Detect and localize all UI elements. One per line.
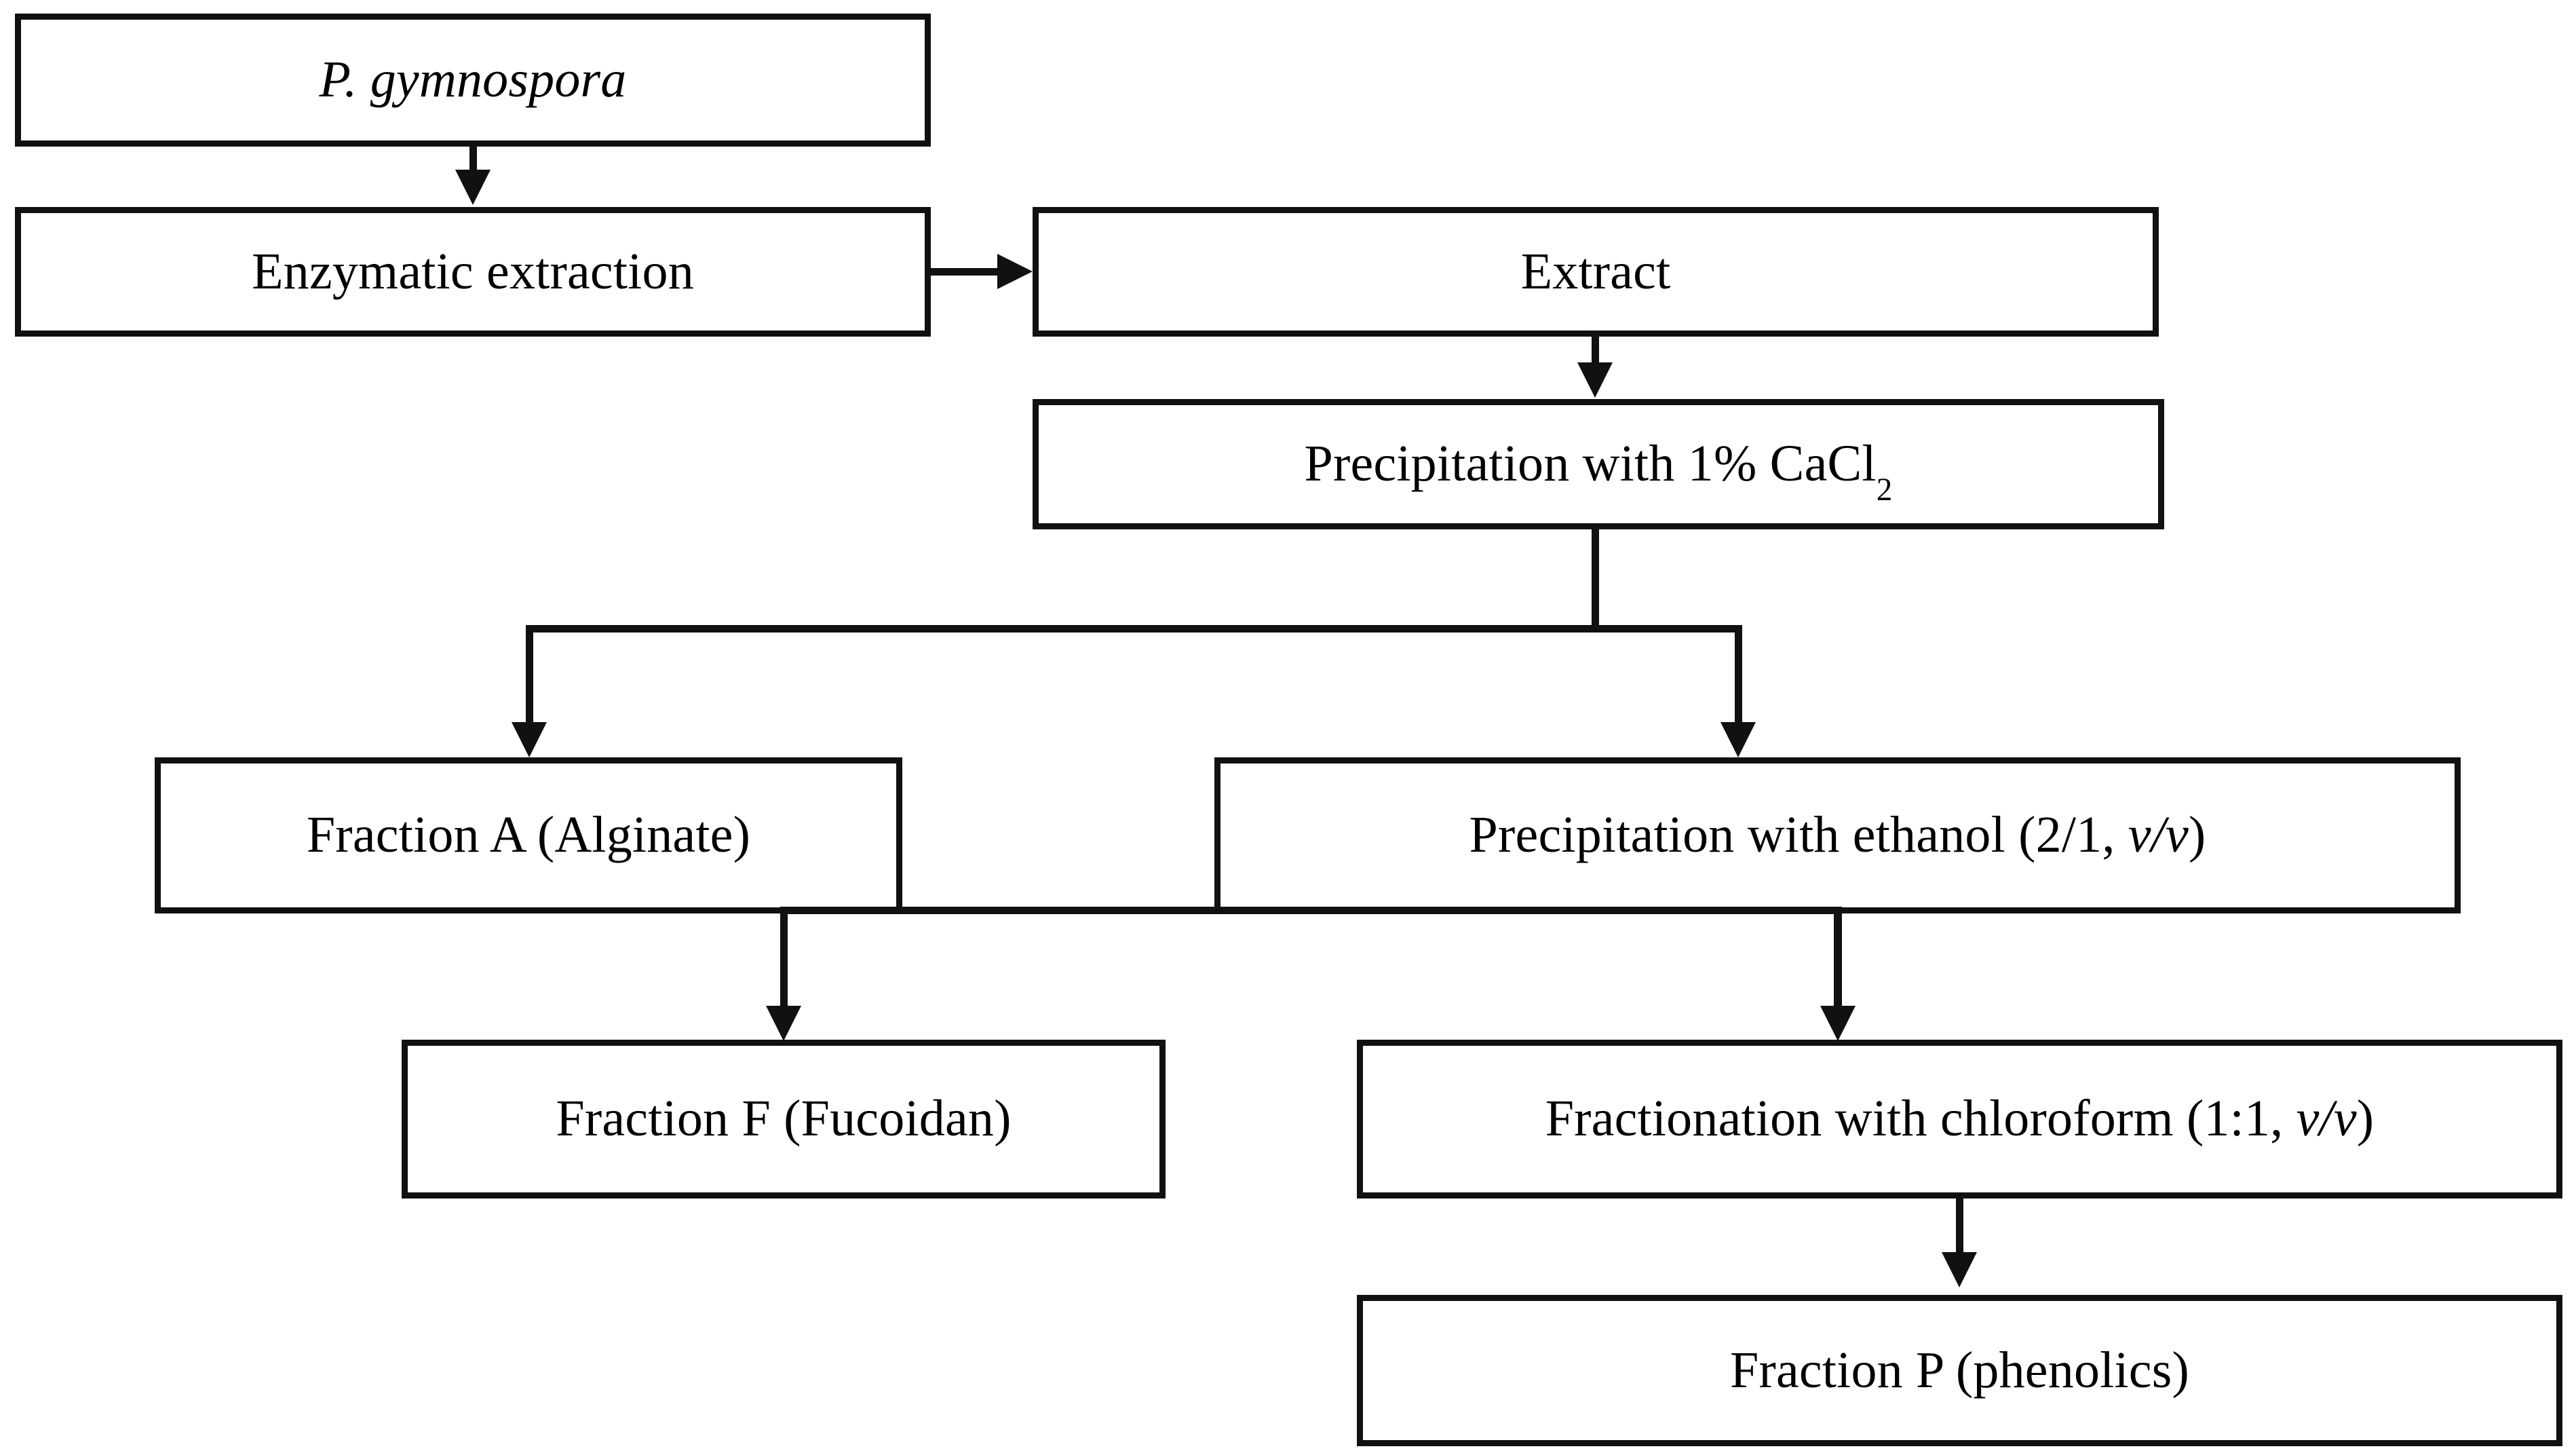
connector-enzymatic-to-extract-line [931,268,1005,276]
connector-cacl2-to-ethanol-drop [1735,625,1742,730]
connector-extract-to-cacl2-line [1592,337,1599,371]
precipitation-ethanol-label-vv: v/v [2128,806,2189,864]
arrow-enzymatic-to-extract-icon [997,254,1033,289]
fraction-a-label: Fraction A (Alginate) [306,806,751,864]
fraction-f-box: Fraction F (Fucoidan) [402,1040,1166,1199]
arrow-species-to-enzymatic-icon [455,170,491,205]
connector-ethanol-split-bar [780,907,1842,914]
precipitation-cacl2-label-subscript: 2 [1876,472,1893,508]
connector-cacl2-to-fraction-a-drop [526,625,533,730]
arrow-cacl2-to-ethanol-icon [1720,722,1756,757]
precipitation-ethanol-label-part1: Precipitation with ethanol (2/1, [1469,806,2128,864]
fractionation-chloroform-label: Fractionation with chloroform (1:1, v/v) [1539,1090,2381,1148]
arrow-cacl2-to-fraction-a-icon [512,722,547,757]
enzymatic-extraction-box: Enzymatic extraction [15,207,931,337]
fractionation-chloroform-label-part3: ) [2356,1090,2375,1148]
connector-species-to-enzymatic-line [469,147,477,186]
arrow-extract-to-cacl2-icon [1577,362,1613,398]
enzymatic-extraction-label: Enzymatic extraction [252,242,694,300]
precipitation-cacl2-label: Precipitation with 1% CaCl2 [1298,435,1900,506]
species-label: P. gymnospora [319,51,627,109]
precipitation-ethanol-box: Precipitation with ethanol (2/1, v/v) [1214,757,2461,913]
precipitation-cacl2-label-main: Precipitation with 1% CaCl [1304,435,1877,493]
fractionation-chloroform-label-vv: v/v [2296,1090,2357,1148]
connector-ethanol-to-fraction-f-drop [780,907,788,1015]
fraction-f-label: Fraction F (Fucoidan) [556,1090,1012,1148]
fraction-p-label: Fraction P (phenolics) [1729,1341,2189,1399]
connector-cacl2-stem [1592,529,1599,633]
arrow-chloroform-to-fraction-p-icon [1942,1252,1977,1287]
fractionation-chloroform-box: Fractionation with chloroform (1:1, v/v) [1357,1040,2562,1199]
extract-box: Extract [1033,207,2159,337]
connector-cacl2-split-bar [526,625,1742,633]
fraction-a-box: Fraction A (Alginate) [155,757,902,913]
precipitation-cacl2-box: Precipitation with 1% CaCl2 [1033,399,2164,529]
arrow-ethanol-to-chloroform-icon [1820,1006,1856,1041]
fraction-p-box: Fraction P (phenolics) [1357,1295,2562,1446]
connector-chloroform-to-fraction-p-line [1956,1199,1963,1260]
extract-label: Extract [1520,242,1671,300]
species-box: P. gymnospora [15,14,931,147]
connector-ethanol-to-chloroform-drop [1834,907,1842,1015]
arrow-ethanol-to-fraction-f-icon [766,1006,801,1041]
precipitation-ethanol-label: Precipitation with ethanol (2/1, v/v) [1463,806,2213,864]
fractionation-chloroform-label-part1: Fractionation with chloroform (1:1, [1545,1090,2296,1148]
precipitation-ethanol-label-part3: ) [2188,806,2206,864]
